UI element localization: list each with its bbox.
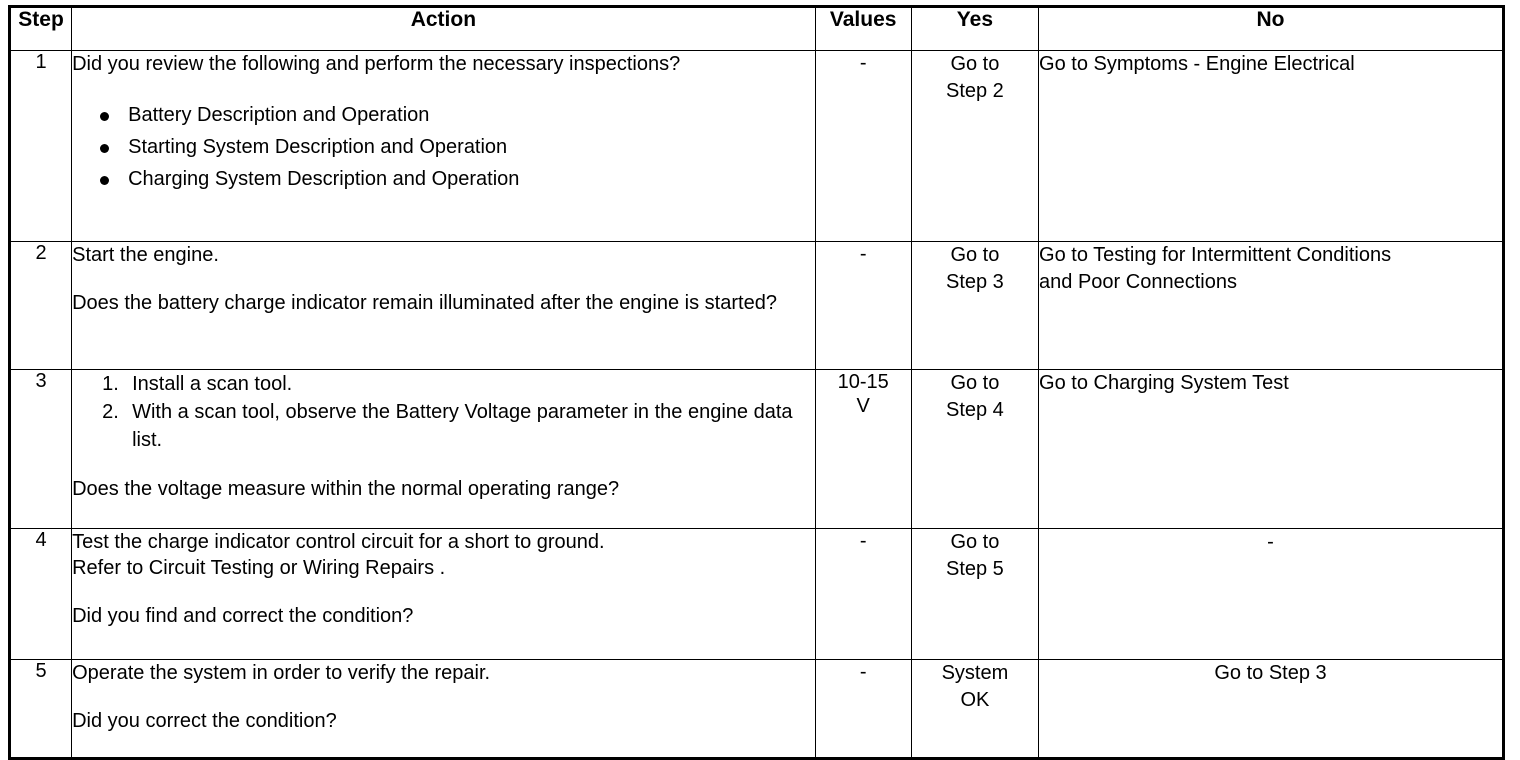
yes-content: Go to Step 5 — [910, 528, 1040, 660]
no-content: Go to Testing for Intermittent Condition… — [1038, 241, 1504, 370]
inspection-bullet-list: Battery Description and Operation Starti… — [72, 99, 814, 195]
action-numbered-list: 1. Install a scan tool. 2. With a scan t… — [72, 370, 814, 454]
list-item: 2. With a scan tool, observe the Battery… — [102, 398, 814, 454]
list-item-label: With a scan tool, observe the Battery Vo… — [132, 401, 793, 451]
action-line-2: Refer to Circuit Testing or Wiring Repai… — [72, 557, 446, 579]
values-content: - — [814, 241, 912, 370]
no-content: Go to Charging System Test — [1038, 369, 1504, 529]
yes-line-2: Step 4 — [945, 399, 1004, 421]
values-content: - — [814, 659, 912, 759]
yes-content: Go to Step 4 — [910, 369, 1040, 529]
table-row: 4 Test the charge indicator control circ… — [8, 528, 1504, 660]
table-header-row: Step Action Values Yes No — [8, 6, 1504, 51]
yes-line-2: Step 3 — [945, 271, 1004, 293]
table-row: 3 1. Install a scan tool. 2. With a scan… — [8, 369, 1504, 529]
no-content: Go to Step 3 — [1038, 659, 1504, 759]
action-question: Does the voltage measure within the norm… — [72, 478, 620, 500]
yes-line-2: Step 2 — [945, 80, 1004, 102]
step-number: 3 — [8, 369, 73, 529]
yes-line-1: Go to — [950, 53, 1000, 75]
diagnostic-procedure-table: Step Action Values Yes No 1 Did you revi… — [8, 5, 1505, 760]
bullet-dot-icon — [100, 144, 110, 153]
list-item-label: Charging System Description and Operatio… — [128, 168, 520, 190]
no-content: Go to Symptoms - Engine Electrical — [1038, 50, 1504, 242]
list-item-label: Install a scan tool. — [132, 373, 293, 395]
no-content: - — [1038, 528, 1504, 660]
yes-line-1: System — [941, 662, 1009, 684]
values-line-1: 10-15 — [837, 371, 889, 393]
column-header-no: No — [1038, 6, 1504, 51]
column-header-step: Step — [8, 6, 73, 51]
action-question: Did you find and correct the condition? — [72, 605, 414, 627]
step-number: 4 — [8, 528, 73, 660]
list-item: Battery Description and Operation — [100, 99, 814, 131]
action-content: Did you review the following and perform… — [71, 50, 816, 242]
no-line-1: Go to Symptoms - Engine Electrical — [1039, 53, 1355, 75]
list-item: Charging System Description and Operatio… — [100, 163, 814, 195]
yes-line-1: Go to — [950, 372, 1000, 394]
yes-content: System OK — [910, 659, 1040, 759]
yes-content: Go to Step 3 — [910, 241, 1040, 370]
yes-line-2: OK — [960, 689, 990, 711]
list-item: 1. Install a scan tool. — [102, 370, 814, 398]
action-content: 1. Install a scan tool. 2. With a scan t… — [71, 369, 816, 529]
action-line-1: Test the charge indicator control circui… — [72, 531, 605, 553]
step-number: 1 — [8, 50, 73, 242]
values-line-2: V — [856, 395, 870, 417]
action-content: Start the engine. Does the battery charg… — [71, 241, 816, 370]
yes-content: Go to Step 2 — [910, 50, 1040, 242]
values-content: 10-15 V — [814, 369, 912, 529]
action-question: Did you correct the condition? — [72, 710, 337, 732]
action-question: Does the battery charge indicator remain… — [72, 292, 777, 314]
bullet-dot-icon — [100, 112, 110, 121]
yes-line-2: Step 5 — [945, 558, 1004, 580]
no-line-1: Go to Charging System Test — [1039, 372, 1289, 394]
yes-line-1: Go to — [950, 244, 1000, 266]
action-content: Test the charge indicator control circui… — [71, 528, 816, 660]
no-line-1: Go to Testing for Intermittent Condition… — [1039, 244, 1392, 266]
step-number: 2 — [8, 241, 73, 370]
table-row: 5 Operate the system in order to verify … — [8, 659, 1504, 759]
table-row: 1 Did you review the following and perfo… — [8, 50, 1504, 242]
action-line-1: Operate the system in order to verify th… — [72, 662, 491, 684]
action-intro-text: Did you review the following and perform… — [72, 53, 681, 75]
list-item: Starting System Description and Operatio… — [100, 131, 814, 163]
values-content: - — [814, 528, 912, 660]
yes-line-1: Go to — [950, 531, 1000, 553]
list-item-label: Battery Description and Operation — [128, 104, 430, 126]
table-row: 2 Start the engine. Does the battery cha… — [8, 241, 1504, 370]
column-header-yes: Yes — [910, 6, 1040, 51]
column-header-values: Values — [814, 6, 912, 51]
action-content: Operate the system in order to verify th… — [71, 659, 816, 759]
step-number: 5 — [8, 659, 73, 759]
list-item-label: Starting System Description and Operatio… — [128, 136, 508, 158]
no-line-1: - — [1267, 531, 1274, 553]
no-line-1: Go to Step 3 — [1214, 662, 1327, 684]
column-header-action: Action — [71, 6, 816, 51]
list-number-marker: 1. — [102, 373, 119, 395]
action-line-1: Start the engine. — [72, 244, 219, 266]
values-content: - — [814, 50, 912, 242]
list-number-marker: 2. — [102, 401, 119, 423]
bullet-dot-icon — [100, 176, 110, 185]
no-line-2: and Poor Connections — [1039, 271, 1237, 293]
